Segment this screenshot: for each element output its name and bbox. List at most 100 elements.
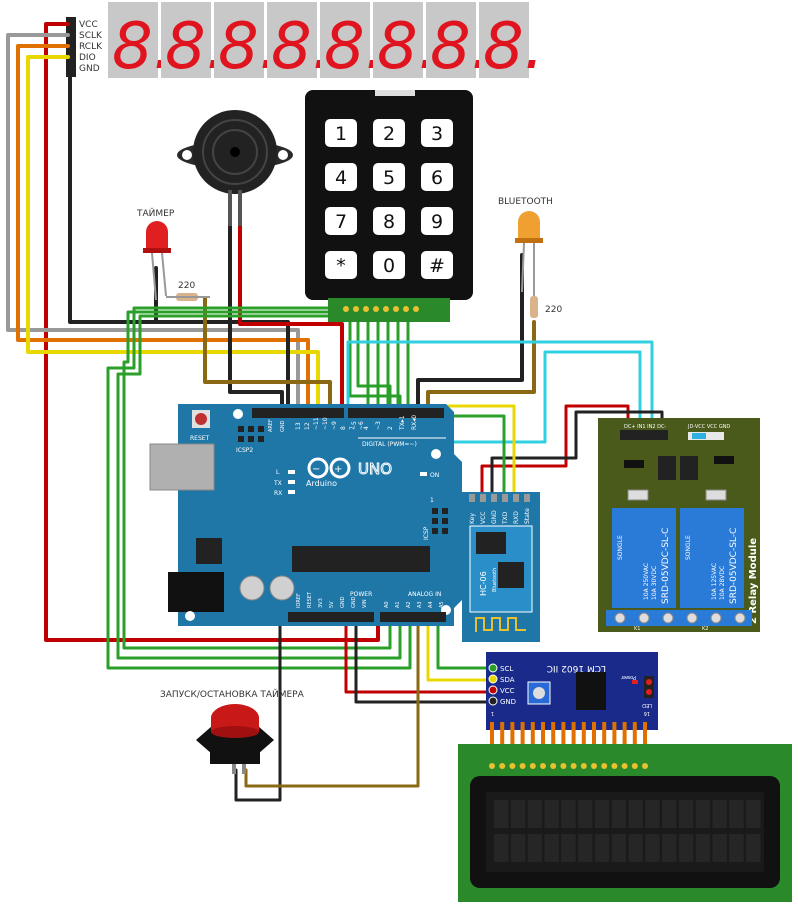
keypad-pin [393, 306, 399, 312]
wire-led-bt-brown [426, 320, 536, 414]
bt-pin-label: RXD [513, 511, 520, 524]
button-base [210, 740, 260, 764]
keypad-key[interactable] [325, 163, 357, 191]
keypad-key[interactable] [325, 251, 357, 279]
reset-button-cap[interactable] [195, 413, 207, 425]
keypad-key[interactable] [421, 163, 453, 191]
keypad-key-label[interactable]: 3 [431, 123, 443, 145]
keypad-key-label[interactable]: 9 [431, 211, 443, 233]
keypad-key[interactable] [325, 119, 357, 147]
bt-pin [491, 494, 497, 502]
led-tx [288, 480, 295, 484]
lcd-cell [561, 800, 576, 828]
buzzer-hole [230, 147, 240, 157]
seven-segment-display: VCC SCLK RCLK DIO GND 8.8.8.8.8.8.8.8. [66, 2, 544, 84]
relay-k2: K2 [702, 626, 708, 632]
keypad-key[interactable] [373, 163, 405, 191]
keypad-key-label[interactable]: 0 [383, 255, 395, 277]
keypad-key-label[interactable]: 8 [383, 211, 395, 233]
keypad-3x4: 1 2 3 4 5 6 7 8 9 * 0 # [305, 90, 473, 322]
buzzer-mount-hole-left [182, 150, 192, 160]
power-pin-label: GND [340, 596, 346, 608]
bt-pin [469, 494, 475, 502]
keypad-key-label[interactable]: 2 [383, 123, 395, 145]
keypad-key-label[interactable]: 1 [335, 123, 347, 145]
bt-pin-label: TXD [502, 511, 509, 525]
wire-led-bt-black [416, 253, 524, 414]
lcd-cell [712, 800, 727, 828]
keypad-key[interactable] [325, 207, 357, 235]
digital-pin-label: ~6 [358, 421, 365, 430]
relay-in-header [620, 430, 668, 440]
buzzer-mount-hole-right [278, 150, 288, 160]
keypad-key-label[interactable]: * [336, 255, 346, 277]
keypad-key[interactable] [421, 207, 453, 235]
lcd-cell [544, 834, 559, 862]
keypad-key-label[interactable]: 4 [335, 167, 347, 189]
svg-text:−: − [312, 464, 320, 475]
button-cap-bottom[interactable] [211, 726, 259, 738]
wire-display-gnd-black [68, 68, 290, 414]
led-timer-label: ТАЙМЕР [136, 207, 175, 219]
lcd-cell [729, 834, 744, 862]
bt-chip-2 [498, 562, 524, 588]
display-pin-vcc: VCC [79, 20, 98, 30]
analog-pin-label: A2 [406, 601, 412, 608]
keypad-key-label[interactable]: 6 [431, 167, 443, 189]
relay-1 [612, 508, 676, 608]
icsp-label: ICSP [423, 526, 430, 540]
digital-pin-label: 7 [349, 426, 356, 430]
led-timer-leg-1 [151, 252, 157, 301]
button-leg-1 [232, 764, 236, 774]
wire-keypad-9 [116, 314, 402, 660]
lcd-cell [611, 800, 627, 828]
power-pin-label: 3V3 [318, 598, 324, 608]
bt-pin [524, 494, 530, 502]
svg-text:+: + [334, 464, 342, 475]
lcd-cell [678, 834, 694, 862]
keypad-key-label[interactable]: # [429, 255, 445, 277]
lcd-header-pin [560, 763, 567, 769]
icsp-one: 1 [430, 497, 434, 504]
relay-part-1 [624, 460, 644, 468]
bt-antenna [475, 617, 526, 632]
bt-chip-1 [476, 532, 506, 554]
relay-part-3 [627, 489, 649, 501]
keypad-key-label[interactable]: 5 [383, 167, 395, 189]
lcd-cell [645, 800, 660, 828]
lcd-cell [628, 834, 643, 862]
i2c-board [486, 652, 658, 730]
wire-relay-vcc-red [480, 404, 630, 498]
led-bt-label: BLUETOOTH [498, 197, 553, 207]
power-pin-label: GND [351, 596, 357, 608]
led-bt-leg-1 [521, 242, 525, 293]
keypad-key-label[interactable]: 7 [335, 211, 347, 233]
relay-part-2 [714, 456, 734, 464]
keypad-key[interactable] [421, 251, 453, 279]
keypad-key[interactable] [373, 251, 405, 279]
i2c-pot-knob[interactable] [533, 687, 545, 699]
analog-pin-label: A3 [417, 601, 423, 608]
digit-cell [426, 2, 476, 78]
keypad-key[interactable] [373, 119, 405, 147]
keypad-key[interactable] [373, 207, 405, 235]
bt-pin [513, 494, 519, 502]
keypad-pin [383, 306, 389, 312]
digital-pin-label: 8 [340, 426, 347, 430]
lcd-cell [578, 800, 593, 828]
keypad-key[interactable] [421, 119, 453, 147]
wire-keypad-10 [122, 310, 392, 650]
resistor-timer-value: 220 [178, 281, 195, 291]
lcd-cell [494, 800, 509, 828]
digit-cell [214, 2, 264, 78]
lcd-cell [561, 834, 576, 862]
bt-name: HC-06 [479, 571, 488, 596]
lcd-cell [527, 800, 543, 828]
digit-cell [373, 2, 423, 78]
digit-cell [267, 2, 317, 78]
lcd-cell [645, 834, 660, 862]
